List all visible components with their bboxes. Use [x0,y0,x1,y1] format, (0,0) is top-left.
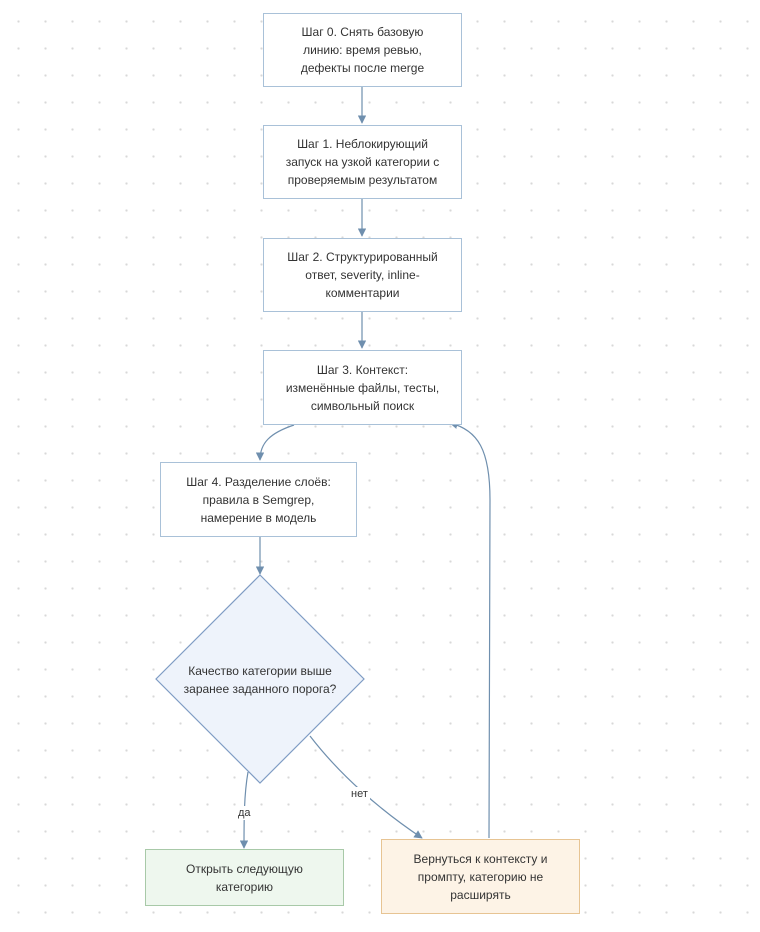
step-4-node: Шаг 4. Разделение слоёв: правила в Semgr… [160,462,357,537]
return-to-context-node: Вернуться к контексту и промпту, категор… [381,839,580,914]
step-0-node: Шаг 0. Снять базовую линию: время ревью,… [263,13,462,87]
next-category-node: Открыть следующую категорию [145,849,344,906]
decision-label: Качество категории выше заранее заданног… [183,664,337,696]
edge-label-yes: да [236,806,253,820]
step-1-node: Шаг 1. Неблокирующий запуск на узкой кат… [263,125,462,199]
step-3-node: Шаг 3. Контекст: изменённые файлы, тесты… [263,350,462,425]
edge-loop-back [449,420,491,839]
step-2-node: Шаг 2. Структурированный ответ, severity… [263,238,462,312]
edge-label-no: нет [349,787,370,801]
decision-diamond [155,574,365,784]
edge-step3-step4 [255,424,295,461]
